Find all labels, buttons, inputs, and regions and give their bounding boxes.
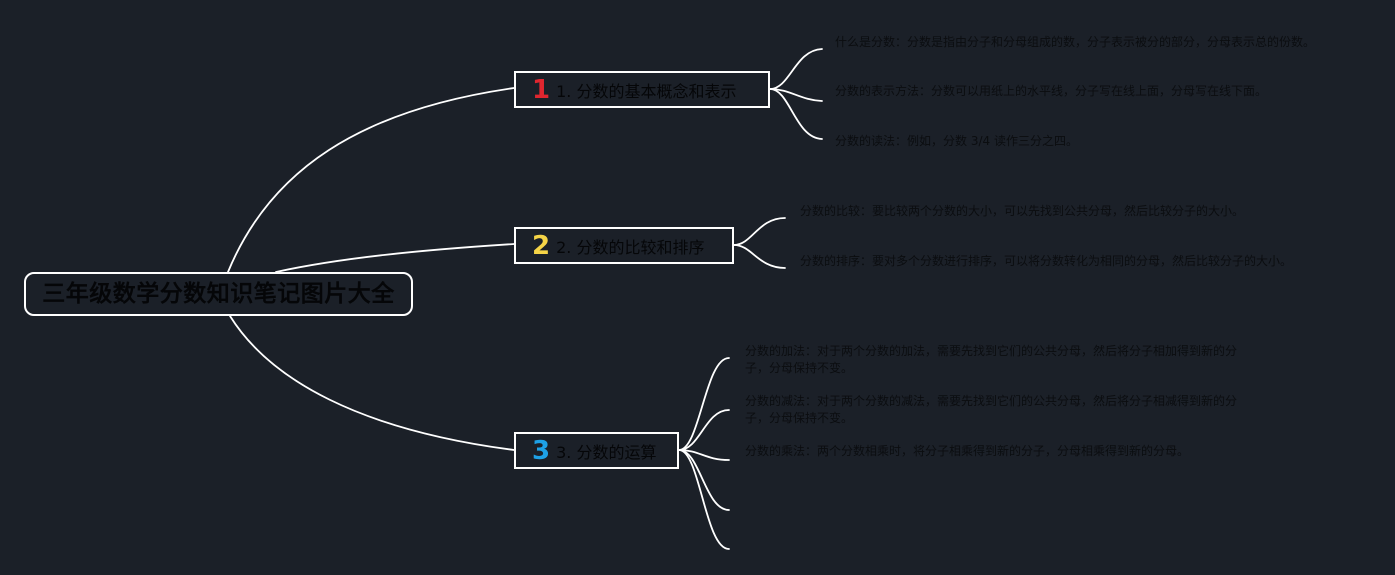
branch-label: 3. 分数的运算 — [556, 442, 657, 462]
leaf-topic[interactable]: 分数的表示方法：分数可以用纸上的水平线，分子写在线上面，分母写在线下面。 — [835, 84, 1268, 98]
connector-branch-1-leaf-1 — [769, 48, 823, 90]
number-badge-1-icon: 1 — [532, 74, 551, 105]
number-badge-3-icon: 3 — [532, 435, 551, 466]
branch-topic-2[interactable]: 2 2. 分数的比较和排序 — [514, 227, 734, 264]
root-topic[interactable]: 三年级数学分数知识笔记图片大全 — [24, 272, 413, 316]
connector-branch-3-leaf-5 — [678, 449, 730, 550]
number-badge-2-icon: 2 — [532, 230, 551, 261]
branch-topic-3[interactable]: 3 3. 分数的运算 — [514, 432, 679, 469]
connector-root-branch-3 — [229, 315, 515, 451]
branch-label: 1. 分数的基本概念和表示 — [556, 81, 737, 101]
connector-branch-1-leaf-3 — [769, 88, 823, 140]
leaf-topic[interactable]: 分数的减法：对于两个分数的减法，需要先找到它们的公共分母，然后将分子相减得到新的… — [745, 394, 1238, 425]
leaf-topic[interactable]: 分数的读法：例如，分数 3/4 读作三分之四。 — [835, 134, 1078, 148]
branch-topic-1[interactable]: 1 1. 分数的基本概念和表示 — [514, 71, 770, 108]
leaf-topic[interactable]: 分数的排序：要对多个分数进行排序，可以将分数转化为相同的分母，然后比较分子的大小… — [800, 254, 1293, 268]
leaf-topic[interactable]: 分数的加法：对于两个分数的加法，需要先找到它们的公共分母，然后将分子相加得到新的… — [745, 344, 1238, 375]
connector-branch-3-leaf-1 — [678, 357, 730, 451]
connector-branch-2-leaf-1 — [733, 217, 786, 246]
connector-branch-2-leaf-2 — [733, 244, 786, 269]
connector-root-branch-1 — [227, 87, 515, 273]
connector-root-branch-2 — [275, 243, 515, 273]
branch-label: 2. 分数的比较和排序 — [556, 237, 705, 257]
leaf-topic[interactable]: 分数的乘法：两个分数相乘时，将分子相乘得到新的分子，分母相乘得到新的分母。 — [745, 444, 1190, 458]
connector-branch-3-leaf-2 — [678, 409, 730, 451]
leaf-topic[interactable]: 分数的比较：要比较两个分数的大小，可以先找到公共分母，然后比较分子的大小。 — [800, 204, 1245, 218]
leaf-topic[interactable]: 什么是分数：分数是指由分子和分母组成的数，分子表示被分的部分，分母表示总的份数。 — [835, 35, 1316, 49]
